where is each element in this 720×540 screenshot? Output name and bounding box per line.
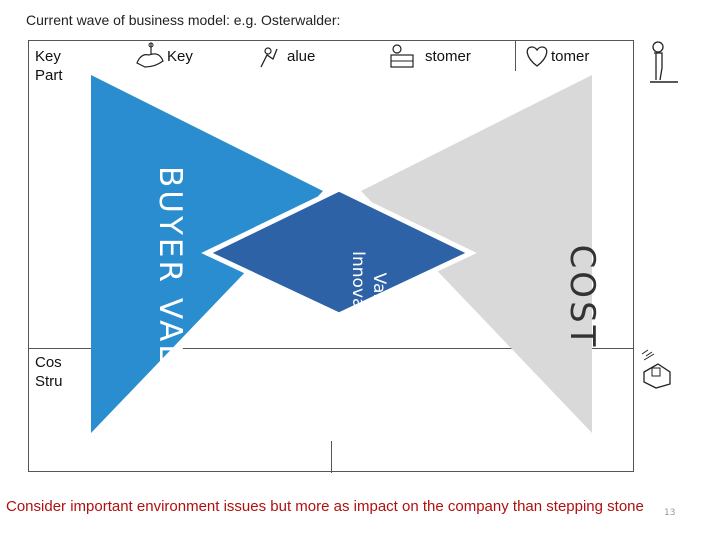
bottom-vertical-divider <box>331 441 333 473</box>
business-model-canvas: Key Part Key alue stomer tomer Cos Stru … <box>28 40 634 473</box>
customer-relationships-label: stomer <box>425 48 471 65</box>
cost-text: COST <box>562 244 602 350</box>
customer-segments-label: tomer <box>551 48 590 65</box>
value-innovation-line1: Value <box>369 272 389 320</box>
value-innovation-diagram <box>91 75 592 433</box>
value-propositions-label: alue <box>287 48 316 65</box>
sketch-customer-relationship-icon <box>390 44 414 68</box>
key-activities-label: Key <box>167 48 193 65</box>
cost-structure-label: Cos Stru <box>35 353 63 391</box>
cost-structure-line2: Stru <box>35 373 63 390</box>
cost-triangle <box>361 75 592 433</box>
cost-revenue-divider <box>29 348 633 350</box>
slide-header: Current wave of business model: e.g. Ost… <box>26 12 341 28</box>
value-innovation-text: Value Innovation <box>343 231 389 361</box>
buyer-value-text: BUYER VALUE <box>152 166 188 412</box>
value-innovation-diamond <box>201 186 477 318</box>
page-number: 13 <box>664 508 676 518</box>
slide-footer: Consider important environment issues bu… <box>6 498 644 515</box>
segment-divider <box>515 41 517 71</box>
value-innovation-line2: Innovation <box>348 250 368 341</box>
sketch-person-icon <box>650 41 678 83</box>
key-partners-line1: Key <box>35 48 61 65</box>
key-partners-label: Key Part <box>35 47 63 85</box>
sketch-key-activities-icon <box>136 42 164 68</box>
sketch-cash-register-icon <box>641 349 671 389</box>
key-partners-line2: Part <box>35 67 63 84</box>
cost-structure-line1: Cos <box>35 354 62 371</box>
sketch-value-icon <box>260 47 278 68</box>
sketch-heart-icon <box>526 46 548 67</box>
